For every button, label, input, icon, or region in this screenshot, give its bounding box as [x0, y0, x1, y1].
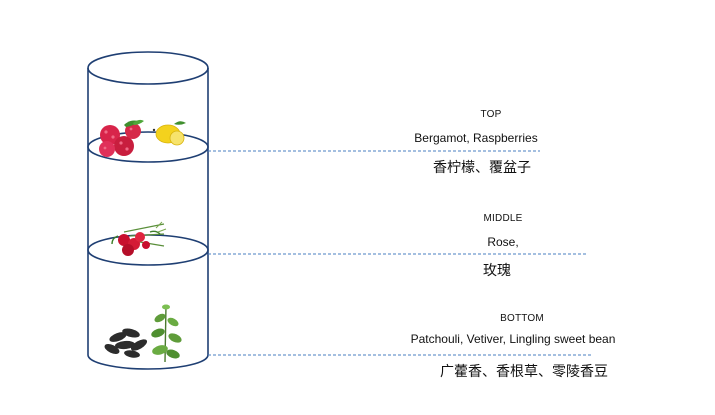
tier-label-bottom: BOTTOM: [500, 313, 544, 324]
tier-divider-top: [87, 131, 209, 163]
tier-notes-en-middle: Rose,: [487, 235, 519, 249]
tier-notes-en-bottom: Patchouli, Vetiver, Lingling sweet bean: [410, 332, 616, 346]
tier-divider-middle: [87, 234, 209, 266]
tonka-beans-icon: [104, 328, 148, 358]
tier-notes-en-top: Bergamot, Raspberries: [414, 131, 538, 145]
tier-notes-zh-middle: 玫瑰: [483, 263, 511, 279]
patchouli-leaves-icon: [151, 304, 182, 363]
raspberries-icon: [99, 119, 144, 157]
cylinder: [87, 51, 209, 370]
tier-label-middle: MIDDLE: [483, 213, 523, 224]
tier-label-top: TOP: [480, 109, 502, 120]
tier-notes-zh-bottom: 广藿香、香根草、零陵香豆: [440, 364, 608, 380]
cylinder-top-rim: [87, 51, 209, 85]
cylinder-bottom-rim: [87, 354, 209, 370]
lemon-icon: [152, 121, 186, 146]
rose-bouquet-icon: [111, 221, 167, 256]
tier-notes-zh-top: 香柠檬、覆盆子: [433, 160, 531, 176]
